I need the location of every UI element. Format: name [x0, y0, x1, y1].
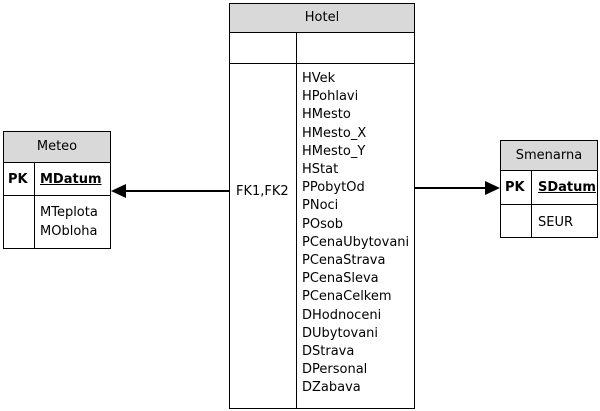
meteo-arrowhead [111, 184, 126, 198]
meteo-pk-row [4, 164, 110, 196]
smenarna-arrowhead [485, 181, 500, 195]
meteo-entity: Meteo PK MDatum MTeplota MObloha [3, 131, 111, 249]
meteo-title: Meteo [4, 132, 110, 163]
smenarna-pk-row [501, 172, 597, 205]
hotel-attr-16: DPersonal [302, 362, 368, 378]
meteo-attr-1: MObloha [40, 224, 98, 239]
hotel-attr-3: HMesto_X [302, 125, 367, 141]
smenarna-pk-label: PK [505, 180, 525, 195]
smenarna-attr-0: SEUR [538, 215, 574, 230]
smenarna-title: Smenarna [501, 141, 597, 171]
hotel-attr-2: HMesto [302, 107, 351, 123]
hotel-attr-13: DHodnoceni [302, 307, 382, 323]
hotel-attr-9: PCenaUbytovani [302, 234, 410, 250]
hotel-divider [296, 33, 297, 408]
hotel-attr-0: HVek [302, 71, 336, 86]
hotel-attr-5: HStat [302, 162, 339, 177]
hotel-attr-7: PNoci [302, 198, 339, 214]
hotel-attr-1: HPohlavi [302, 89, 359, 105]
hotel-attr-6: PPobytOd [302, 180, 365, 196]
smenarna-entity: Smenarna PK SDatum SEUR [500, 140, 598, 238]
hotel-attr-12: PCenaCelkem [302, 289, 392, 305]
hotel-fk-label: FK1,FK2 [236, 184, 289, 199]
hotel-attr-4: HMesto_Y [302, 143, 366, 159]
smenarna-divider [531, 171, 532, 237]
hotel-attr-10: PCenaStrava [302, 253, 386, 268]
meteo-key: MDatum [40, 172, 102, 187]
hotel-title: Hotel [230, 4, 414, 33]
meteo-pk-label: PK [8, 172, 28, 187]
hotel-attr-8: POsob [302, 216, 344, 232]
meteo-attr-0: MTeplota [40, 205, 98, 220]
hotel-attr-11: PCenaSleva [302, 271, 379, 287]
hotel-attr-17: DZabava [302, 380, 361, 396]
hotel-attr-14: DUbytovani [302, 325, 379, 341]
hotel-pk-row [230, 34, 414, 64]
hotel-attr-15: DStrava [302, 344, 355, 359]
smenarna-key: SDatum [538, 180, 596, 195]
meteo-divider [34, 163, 35, 248]
